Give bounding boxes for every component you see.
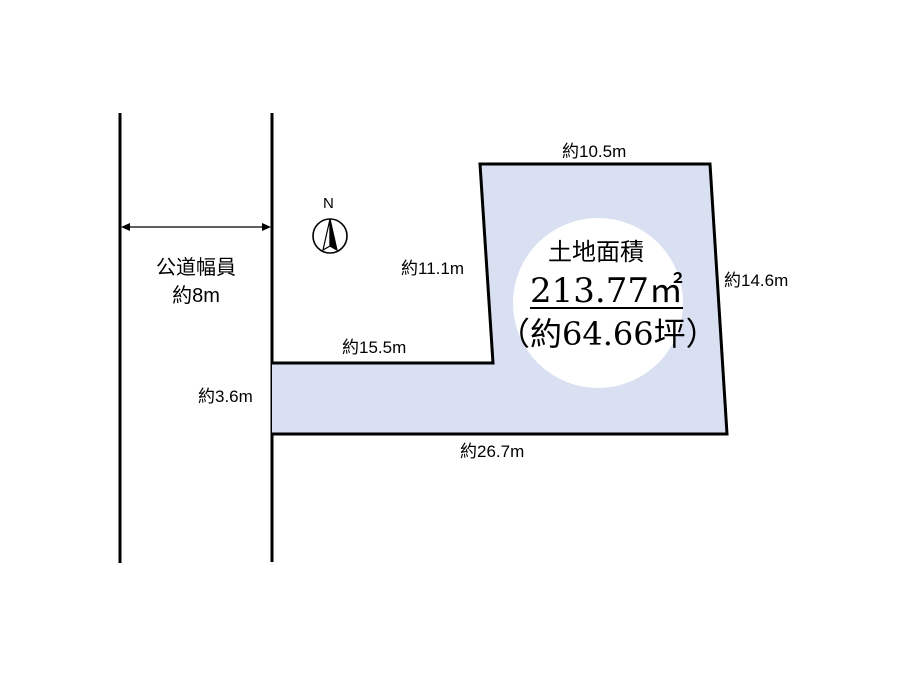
dimension-inner-vertical: 約11.1m xyxy=(401,259,464,278)
lot-border xyxy=(272,162,729,436)
compass-north-label: N xyxy=(323,195,334,212)
area-value: 213.77㎡ xyxy=(530,271,683,311)
dimension-bottom: 約26.7m xyxy=(460,442,525,461)
dimension-right: 約14.6m xyxy=(724,271,789,290)
road-width-title: 公道幅員 xyxy=(156,257,236,279)
road-width-value: 約8m xyxy=(172,285,220,307)
dimension-flag-width: 約3.6m xyxy=(198,387,253,406)
dimension-top: 約10.5m xyxy=(562,142,627,161)
arrowhead-right xyxy=(262,223,271,231)
arrowhead-left xyxy=(121,223,130,231)
area-label-circle xyxy=(513,218,683,388)
road-width-label: 公道幅員 約8m xyxy=(130,254,262,310)
area-tsubo: （約64.66坪） xyxy=(498,315,718,353)
compass-arrow-right xyxy=(329,218,338,252)
area-title: 土地面積 xyxy=(548,238,644,266)
dimension-flag-top: 約15.5m xyxy=(342,338,407,357)
